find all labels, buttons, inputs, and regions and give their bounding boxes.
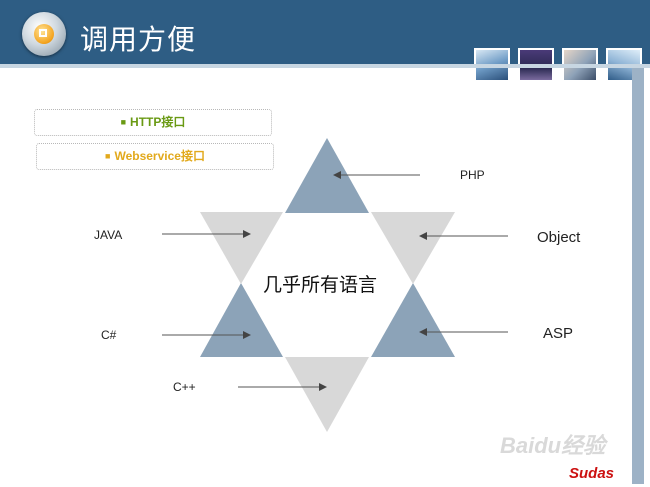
bullet-icon: ■ xyxy=(105,151,111,161)
webservice-interface-box: ■Webservice接口 xyxy=(36,143,274,170)
slide-title: 调用方便 xyxy=(80,23,197,56)
triangle-upper-left xyxy=(200,212,283,284)
language-label-php: PHP xyxy=(460,168,485,182)
language-label-asp: ASP xyxy=(543,325,574,342)
language-label-cpp: C++ xyxy=(173,380,196,394)
language-label-csharp: C# xyxy=(101,328,117,342)
language-label-object: Object xyxy=(537,229,581,246)
brand-logo: Sudas xyxy=(569,465,615,482)
baidu-watermark: Baidu经验 xyxy=(500,433,606,458)
triangle-bottom-right xyxy=(371,283,455,357)
triangle-bottom-left xyxy=(200,283,283,357)
http-interface-label: HTTP接口 xyxy=(130,115,186,129)
triangle-top xyxy=(285,138,369,213)
language-label-java: JAVA xyxy=(94,228,123,242)
triangle-lower xyxy=(285,357,369,432)
http-interface-box: ■HTTP接口 xyxy=(34,109,272,136)
logo-square-icon xyxy=(39,29,47,37)
triangle-upper-right xyxy=(371,212,455,284)
logo-inner-icon xyxy=(34,24,54,44)
bullet-icon: ■ xyxy=(120,117,127,127)
header-divider xyxy=(0,64,650,68)
webservice-interface-label: Webservice接口 xyxy=(114,149,205,163)
logo-icon xyxy=(22,12,66,56)
center-label: 几乎所有语言 xyxy=(263,274,378,296)
right-side-bar xyxy=(632,68,644,484)
